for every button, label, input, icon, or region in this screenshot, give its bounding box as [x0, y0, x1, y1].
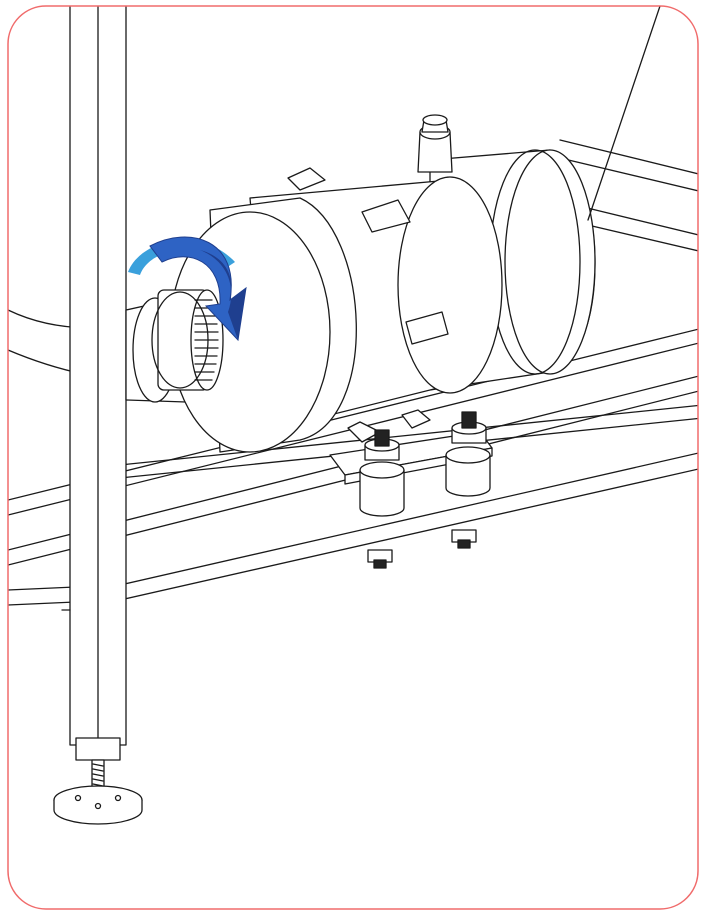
filter-housing: [151, 149, 596, 453]
diagonal-brace: [587, 6, 661, 221]
vertical-post: [61, 6, 127, 746]
rotation-arrow-icon: [128, 236, 247, 342]
adjustable-foot: [53, 737, 143, 825]
panel-border: [7, 5, 699, 910]
mounting-bracket: [329, 409, 493, 569]
top-fitting: [287, 114, 453, 191]
